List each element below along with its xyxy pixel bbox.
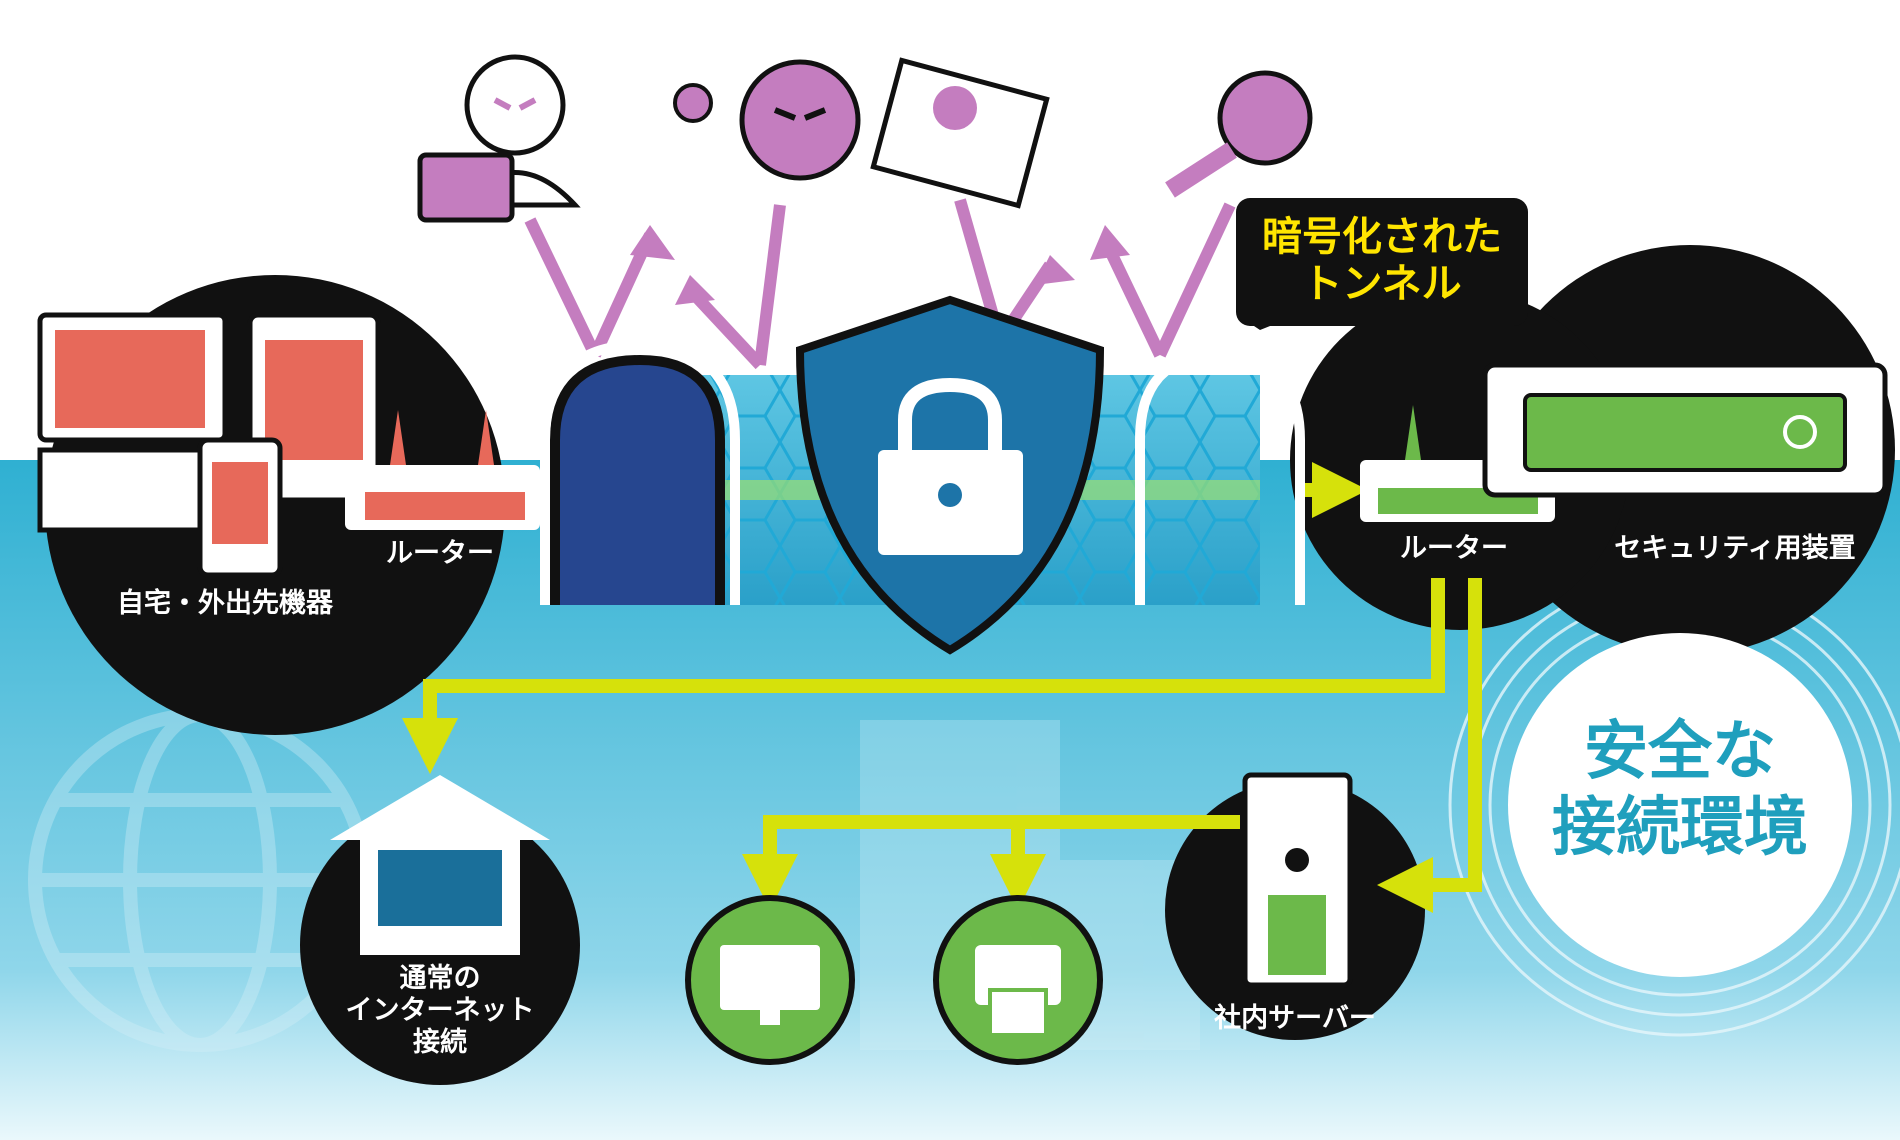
tunnel-callout — [1236, 198, 1528, 326]
smartphone-icon — [197, 437, 283, 578]
monitor-icon — [685, 895, 855, 1065]
hacker-icon — [417, 54, 581, 223]
house-icon — [330, 775, 550, 955]
tablet-icon — [247, 312, 381, 503]
virus-small-icon — [673, 83, 713, 123]
threat-arrowheads — [630, 225, 1130, 305]
internet-label-line2: インターネット — [345, 994, 535, 1026]
server-icon — [1242, 772, 1353, 988]
home-devices-label: 自宅・外出先機器 — [117, 588, 333, 619]
safe-environment-disc — [1508, 633, 1852, 977]
laptop-icon — [37, 312, 228, 533]
safe-environment-line1: 安全な — [1584, 714, 1776, 789]
virus-icon — [739, 59, 861, 181]
security-device-icon — [1482, 362, 1888, 498]
internet-label-line1: 通常の — [399, 963, 481, 994]
router-left-icon — [345, 410, 540, 530]
tunnel-callout-line2: トンネル — [1302, 261, 1462, 308]
key-threat-icon — [1165, 70, 1313, 198]
tunnel-callout-text: 暗号化された トンネル — [1236, 214, 1528, 308]
internet-label: 通常の インターネット 接続 — [325, 963, 555, 1059]
security-device-label: セキュリティ用装置 — [1614, 533, 1856, 564]
printer-icon — [933, 895, 1103, 1065]
threat-arrows — [524, 198, 1236, 370]
shield-lock-icon — [795, 295, 1105, 655]
tunnel-callout-line1: 暗号化された — [1262, 214, 1502, 260]
router-left-label: ルーター — [386, 538, 494, 569]
safe-environment-text: 安全な 接続環境 — [1520, 714, 1840, 865]
internet-label-line3: 接続 — [413, 1026, 467, 1058]
safe-environment-line2: 接続環境 — [1552, 789, 1808, 865]
mail-threat-icon — [870, 57, 1050, 209]
router-right-label: ルーター — [1400, 533, 1508, 564]
server-label: 社内サーバー — [1214, 1003, 1376, 1034]
